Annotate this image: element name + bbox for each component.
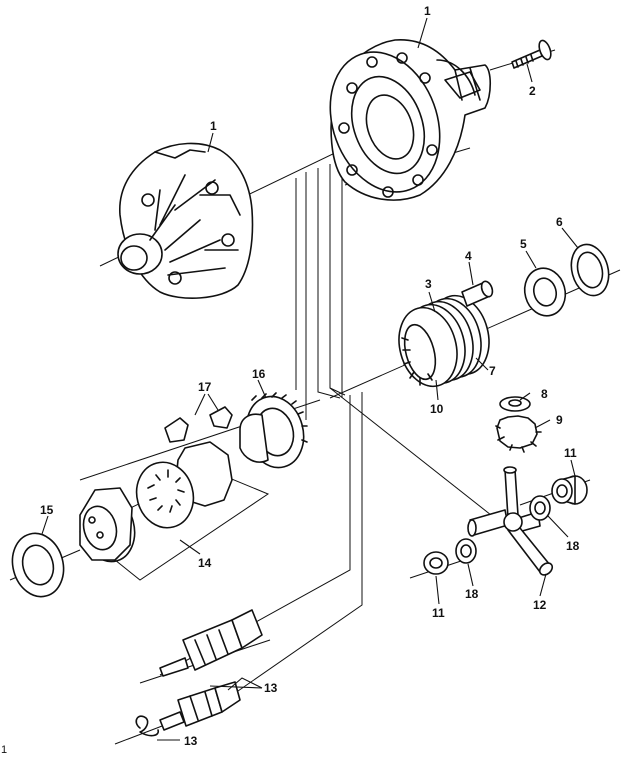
callout-11-upper: 11 xyxy=(564,446,577,460)
callout-5-washer: 5 xyxy=(520,237,527,251)
shim-6 xyxy=(570,243,610,297)
callout-8-pinion-washer: 8 xyxy=(541,387,548,401)
lock-pin xyxy=(461,280,494,307)
callout-4-pin: 4 xyxy=(465,249,472,263)
leader-lines xyxy=(41,17,579,741)
bushing-11-lower xyxy=(423,551,449,575)
callout-10: 10 xyxy=(430,402,444,416)
shaft-13-lower xyxy=(159,681,241,731)
callout-15-thrust-washer: 15 xyxy=(40,503,54,517)
callout-12-spider: 12 xyxy=(533,598,547,612)
side-gear-16 xyxy=(239,392,308,469)
callout-1-right-case: 1 xyxy=(424,4,431,18)
thrust-washer-15 xyxy=(11,532,65,598)
callout-18-right: 18 xyxy=(566,539,580,553)
callout-13-clip: 13 xyxy=(184,734,198,748)
callout-11-lower: 11 xyxy=(432,606,445,620)
callout-2-bolt: 2 xyxy=(529,84,536,98)
callout-14-disc-set: 14 xyxy=(198,556,212,570)
callout-17-clips: 17 xyxy=(198,380,212,394)
clutch-pack-assembly xyxy=(398,294,490,388)
bushing-11-upper xyxy=(551,475,588,505)
washer-18-lower xyxy=(455,538,477,564)
callout-6-shim: 6 xyxy=(556,215,563,229)
assembly-axis-lines xyxy=(9,49,621,745)
pinion-washer-8 xyxy=(499,396,531,412)
callout-13-shafts: 13 xyxy=(264,681,278,695)
shaft-13-upper xyxy=(159,609,263,677)
side-gear-hub-left xyxy=(79,487,136,563)
clip-13 xyxy=(135,715,160,737)
callout-labels: 1 2 1 3 4 5 6 7 8 9 10 11 18 12 11 18 16… xyxy=(1,4,580,756)
thrust-washer-5 xyxy=(523,267,567,317)
callout-18-lower: 18 xyxy=(465,587,479,601)
corner-mark: 1 xyxy=(1,744,7,756)
callout-7: 7 xyxy=(489,364,496,378)
differential-case-half-left xyxy=(117,142,254,299)
spring-clips-17 xyxy=(164,406,233,443)
callout-9-pinion-gear: 9 xyxy=(556,413,563,427)
pinion-gear-9 xyxy=(495,415,542,453)
differential-case-half-right xyxy=(329,39,492,201)
callout-1-left-case: 1 xyxy=(210,119,217,133)
callout-16-side-gear: 16 xyxy=(252,367,266,381)
pinion-shaft-spider xyxy=(467,466,554,576)
washer-18-right xyxy=(529,495,551,521)
bolt xyxy=(511,39,552,69)
callout-3-clutch-pack: 3 xyxy=(425,277,432,291)
clutch-disc-set-14 xyxy=(79,441,270,581)
